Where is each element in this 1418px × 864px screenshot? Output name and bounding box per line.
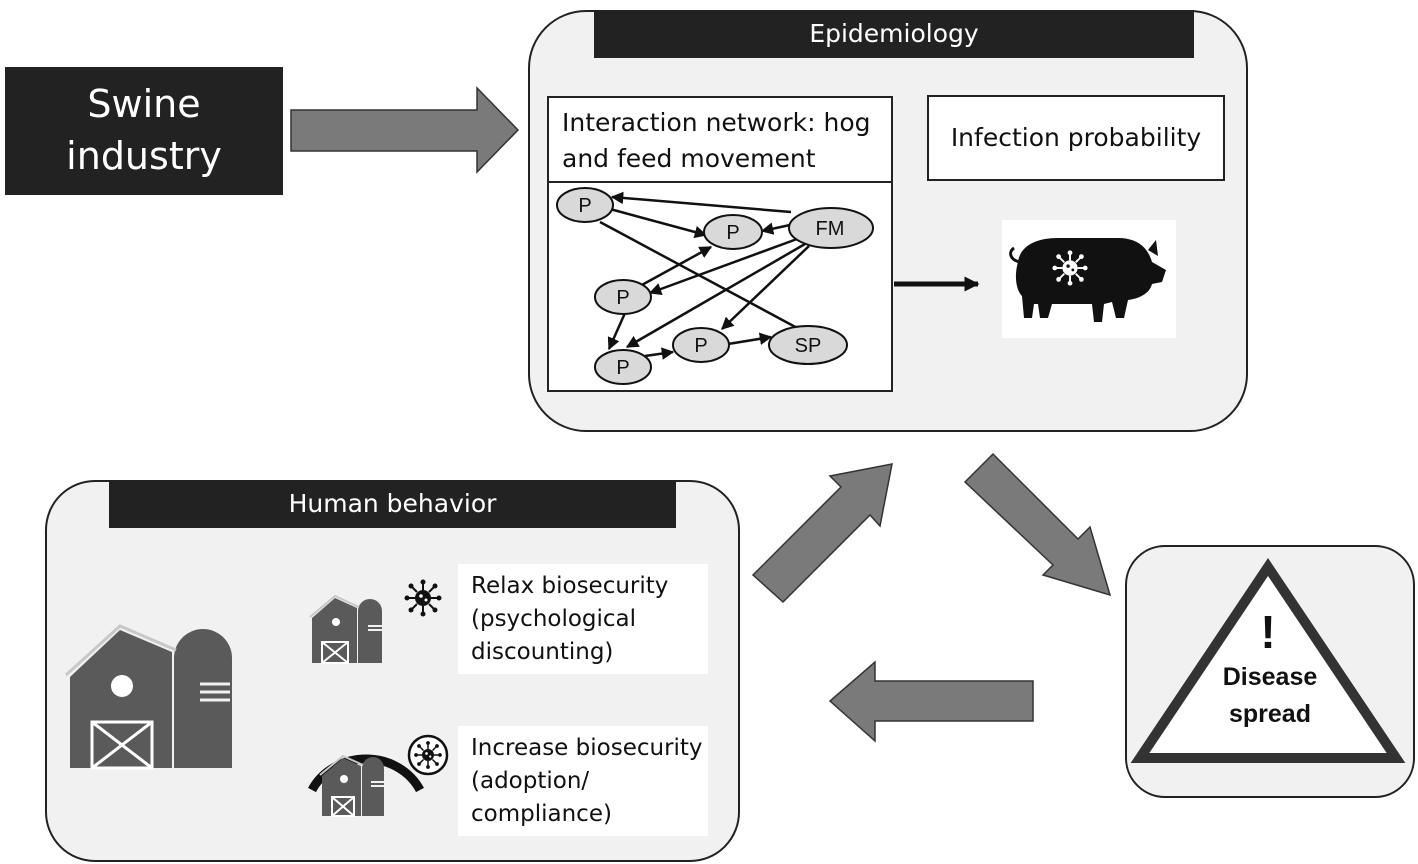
network-title-line2: and feed movement — [562, 144, 816, 173]
blocked-virus-icon — [407, 734, 449, 776]
epidemiology-header-text: Epidemiology — [809, 19, 979, 48]
network-edges — [599, 191, 816, 360]
network-node-sp-label: SP — [795, 335, 822, 357]
epidemiology-header: Epidemiology — [594, 10, 1194, 58]
network-node-p3 — [594, 279, 652, 315]
small-barn-increase-icon — [308, 754, 424, 817]
virus-icon-relax — [403, 578, 443, 618]
relax-line-3: discounting) — [471, 639, 614, 665]
network-node-p3-label: P — [616, 287, 629, 309]
network-divider — [547, 181, 893, 183]
swine-industry-box: Swine industry — [5, 67, 283, 195]
infection-probability-box: Infection probability — [927, 95, 1225, 181]
network-node-p1-label: P — [578, 195, 591, 217]
network-node-fm — [788, 207, 874, 249]
human-behavior-header: Human behavior — [109, 480, 676, 528]
network-node-p5-label: P — [694, 335, 707, 357]
disease-spread-line1: Disease — [1223, 663, 1318, 691]
increase-line-2: (adoption/ — [471, 768, 590, 794]
warning-exclamation: ! — [1260, 606, 1275, 658]
infection-probability-label: Infection probability — [950, 123, 1202, 152]
swine-industry-line2: industry — [66, 134, 222, 178]
network-node-fm-label: FM — [816, 218, 845, 240]
swine-industry-line1: Swine — [87, 82, 201, 126]
network-node-p1 — [556, 187, 614, 223]
relax-biosecurity-box — [458, 564, 708, 674]
relax-line-2: (psychological — [471, 606, 637, 632]
network-node-p4-label: P — [616, 357, 629, 379]
network-node-sp — [768, 325, 848, 365]
arrow-epidemiology-to-disease — [963, 452, 1112, 597]
disease-spread-line2: spread — [1229, 700, 1311, 728]
network-node-p2-label: P — [726, 222, 739, 244]
infected-pig-icon — [1002, 220, 1176, 338]
network-node-p2 — [703, 214, 763, 250]
small-barn-relax-icon — [309, 594, 382, 664]
increase-line-1: Increase biosecurity — [471, 735, 703, 761]
increase-biosecurity-box — [458, 726, 708, 836]
warning-triangle-icon — [1130, 558, 1406, 763]
arrow-behavior-to-epidemiology — [751, 463, 893, 604]
relax-line-1: Relax biosecurity — [471, 573, 669, 599]
arrow-swine-to-epidemiology — [290, 86, 520, 174]
network-node-p5 — [672, 327, 730, 363]
large-barn-icon — [64, 624, 232, 770]
human-behavior-header-text: Human behavior — [288, 489, 497, 518]
network-title-line1: Interaction network: hog — [562, 108, 871, 137]
network-node-p4 — [594, 349, 652, 385]
increase-line-3: compliance) — [471, 801, 612, 827]
arrow-disease-to-behavior — [828, 660, 1034, 743]
